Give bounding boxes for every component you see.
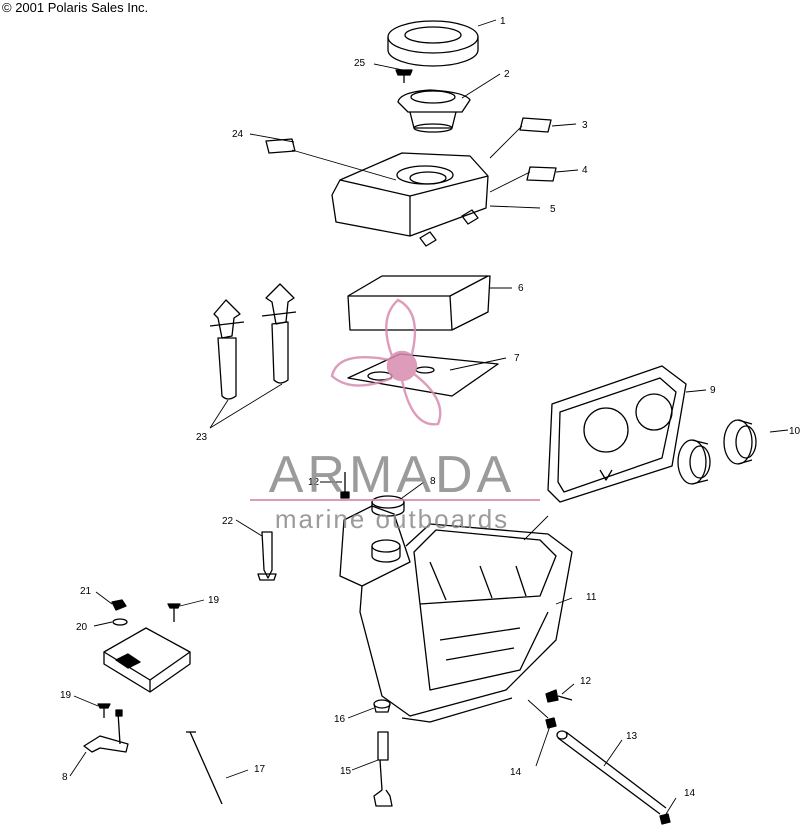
part-gasket-plate [347,353,499,397]
part-cap-8-upper [371,495,405,517]
callout-23: 23 [196,432,208,443]
callout-8-upper: 8 [430,476,436,487]
callout-24: 24 [232,129,244,140]
part-bracket [83,709,129,753]
callout-13: 13 [626,731,638,742]
part-clamp-14-upper [545,717,557,729]
callout-9: 9 [710,385,716,396]
callout-16: 16 [334,714,346,725]
callout-17: 17 [254,764,266,775]
callout-15: 15 [340,766,352,777]
part-boots [677,419,757,485]
watermark-propeller-logo [330,298,442,426]
part-clamp-14-lower [659,813,671,825]
copyright-notice: © 2001 Polaris Sales Inc. [2,0,149,15]
callout-2: 2 [504,69,510,80]
callout-1: 1 [500,16,506,27]
part-decal-3 [519,117,552,133]
part-airbox-base [339,505,573,723]
part-airbox-cover [331,152,489,247]
part-washer-20 [112,618,128,626]
part-filter [347,275,491,331]
callout-25: 25 [354,58,366,69]
callout-11: 11 [586,592,597,603]
part-adapter [397,89,471,133]
callout-5: 5 [550,204,556,215]
callout-7: 7 [514,353,520,364]
leader-lines [69,19,789,815]
callout-labels: 1 25 2 3 24 4 5 6 7 9 10 23 12 8 22 11 2… [60,16,801,799]
part-screw-19-lower [97,703,111,718]
part-ring-seal [387,20,479,67]
callout-20: 20 [76,622,88,633]
part-screw-19-upper [167,603,181,622]
callout-14-upper: 14 [510,767,522,778]
part-tie-strap [189,731,223,805]
callout-21: 21 [80,586,92,597]
callout-3: 3 [582,120,588,131]
part-hose [556,730,667,815]
watermark-tagline: marine outboards [275,504,509,534]
callout-6: 6 [518,283,524,294]
callout-22: 22 [222,516,234,527]
callout-4: 4 [582,165,588,176]
part-nut-21 [111,599,127,611]
watermark-brand: ARMADA [269,446,515,504]
callout-14-lower: 14 [684,788,696,799]
part-airbox-gasket [547,365,687,503]
callout-8-lower: 8 [62,772,68,783]
part-sensor [373,731,393,807]
part-grommet [373,699,391,713]
callout-19-upper: 19 [208,595,220,606]
part-strap [257,531,277,581]
part-decal-4 [526,166,557,182]
callout-12-upper: 12 [308,477,320,488]
callout-12-lower: 12 [580,676,592,687]
watermark: ARMADA marine outboards [250,298,540,534]
part-fitting-12-lower [545,689,573,703]
callout-19-lower: 19 [60,690,72,701]
part-intake-tubes [209,283,297,400]
part-cdi-box [103,627,191,693]
callout-10: 10 [789,426,801,437]
part-bolt-12-upper [340,472,350,499]
